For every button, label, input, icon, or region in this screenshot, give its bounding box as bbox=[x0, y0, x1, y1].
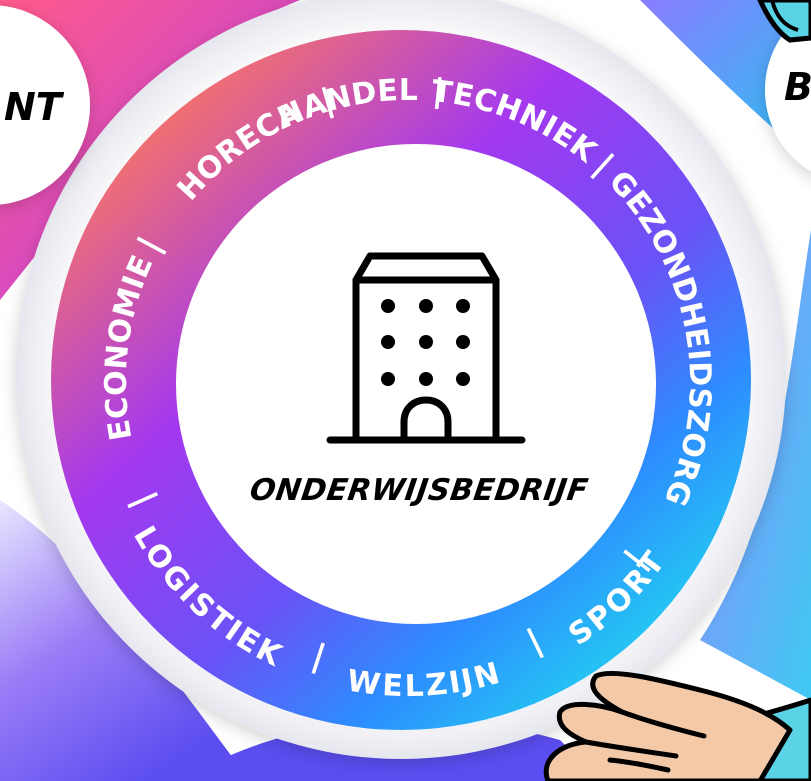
handshake-hand-icon bbox=[543, 670, 811, 781]
center-title: ONDERWIJSBEDRIJF bbox=[248, 473, 591, 508]
partial-hand-icon bbox=[757, 0, 811, 43]
background-blob-right bbox=[700, 230, 811, 700]
corner-label-right: B bbox=[784, 65, 811, 109]
sector-separator: | bbox=[431, 71, 447, 111]
background-blob-top-right bbox=[640, 0, 811, 160]
corner-circle-left[interactable] bbox=[0, 5, 90, 205]
building-icon bbox=[326, 252, 526, 444]
corner-label-left: NT bbox=[4, 85, 65, 129]
inner-white-disc bbox=[176, 144, 656, 624]
corner-circle-right[interactable] bbox=[765, 0, 811, 185]
